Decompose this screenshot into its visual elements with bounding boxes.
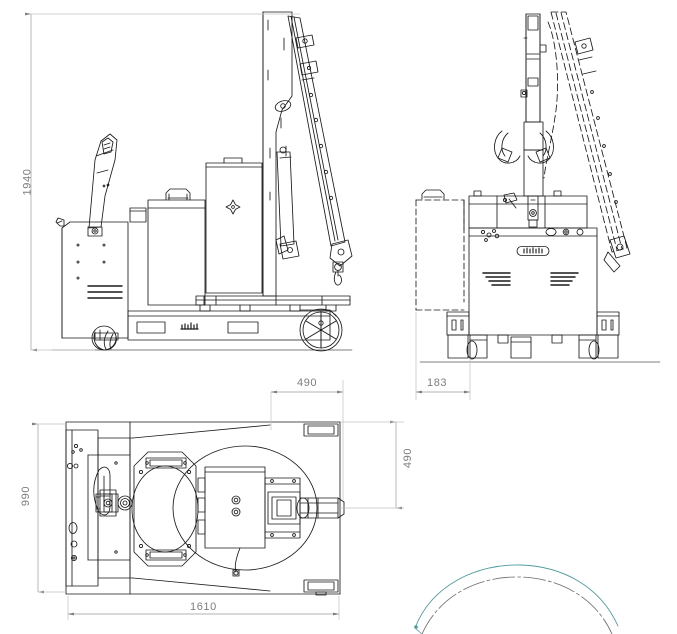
dimension-label-plan-490: 490 (402, 447, 415, 469)
dimension-label-offset-183: 183 (427, 377, 448, 389)
turning-radius-arcs (414, 564, 619, 634)
plan-view-group (65, 421, 345, 596)
dimension-label-width-990: 990 (20, 485, 33, 507)
dimension-label-length-1610: 1610 (190, 601, 217, 613)
dimension-label-outrigger-490: 490 (297, 377, 318, 389)
front-elevation-group (415, 11, 661, 363)
side-elevation-group (51, 11, 353, 352)
dimension-lines (25, 12, 471, 620)
dimension-label-height: 1940 (21, 168, 34, 196)
